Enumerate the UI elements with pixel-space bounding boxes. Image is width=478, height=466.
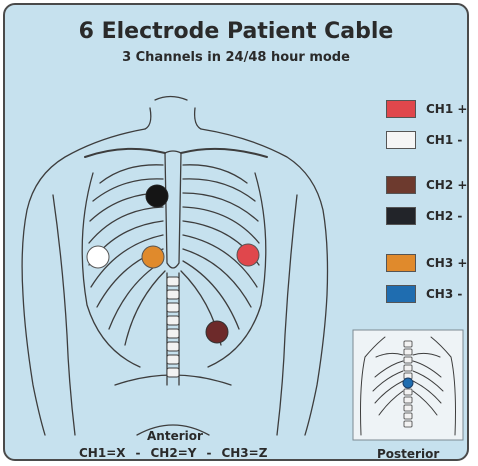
anterior-label: Anterior <box>147 429 203 443</box>
electrode-diagram-card: 6 Electrode Patient Cable 3 Channels in … <box>3 3 469 461</box>
legend-item-ch2-minus: CH2 - <box>386 206 462 226</box>
mapping-separator: - <box>206 446 211 460</box>
legend-label: CH1 - <box>426 133 462 147</box>
neck-outline <box>145 97 201 130</box>
posterior-label: Posterior <box>377 447 439 461</box>
legend-item-ch1-minus: CH1 - <box>386 130 462 150</box>
mapping-ch3: CH3=Z <box>221 446 267 460</box>
legend-swatch <box>386 254 416 272</box>
posterior-back-illustration <box>353 330 463 440</box>
electrode-ch1-plus <box>237 244 259 266</box>
mapping-ch2: CH2=Y <box>151 446 197 460</box>
clavicles <box>85 149 267 157</box>
legend-label: CH1 + <box>426 102 467 116</box>
ribcage-left <box>82 173 140 367</box>
legend-swatch <box>386 176 416 194</box>
legend-swatch <box>386 100 416 118</box>
electrode-ch2-minus <box>146 185 168 207</box>
mapping-separator: - <box>136 446 141 460</box>
mapping-ch1: CH1=X <box>79 446 126 460</box>
anterior-torso-illustration <box>5 5 469 461</box>
sternum <box>165 151 181 268</box>
legend-swatch <box>386 131 416 149</box>
legend-label: CH2 - <box>426 209 462 223</box>
legend-item-ch3-plus: CH3 + <box>386 253 467 273</box>
channel-mapping: CH1=X - CH2=Y - CH3=Z <box>79 446 267 460</box>
left-inner-arm <box>53 195 75 435</box>
legend-item-ch3-minus: CH3 - <box>386 284 462 304</box>
electrode-ch3-minus <box>403 378 413 388</box>
electrode-ch1-minus <box>87 246 109 268</box>
legend-label: CH3 - <box>426 287 462 301</box>
legend-label: CH3 + <box>426 256 467 270</box>
legend-swatch <box>386 285 416 303</box>
electrode-ch2-plus <box>206 321 228 343</box>
electrode-ch3-plus <box>142 246 164 268</box>
legend-item-ch1-plus: CH1 + <box>386 99 467 119</box>
legend-item-ch2-plus: CH2 + <box>386 175 467 195</box>
legend-swatch <box>386 207 416 225</box>
right-inner-arm <box>277 195 297 435</box>
legend-label: CH2 + <box>426 178 467 192</box>
